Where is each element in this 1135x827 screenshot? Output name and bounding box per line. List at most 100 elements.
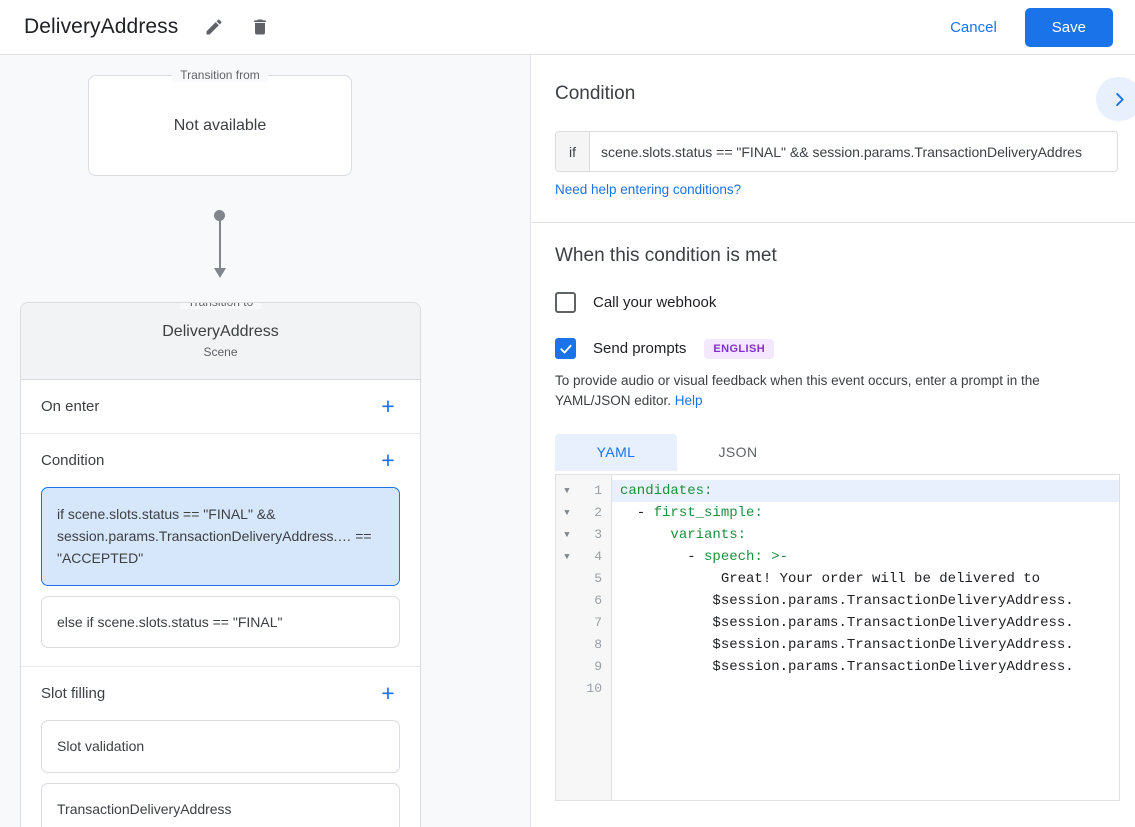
cancel-button[interactable]: Cancel <box>936 10 1011 45</box>
yaml-key: first_simple <box>653 504 755 521</box>
scene-type: Scene <box>203 345 238 359</box>
yaml-text: $session.params.TransactionDeliveryAddre… <box>712 658 1074 675</box>
prompts-help-link[interactable]: Help <box>674 393 703 409</box>
send-prompts-label: Send prompts <box>593 340 687 357</box>
transition-from-legend: Transition from <box>172 68 268 82</box>
gutter-row: 5 <box>556 568 611 590</box>
section-body-slot-filling: Slot validation TransactionDeliveryAddre… <box>21 720 420 827</box>
section-header-on-enter[interactable]: On enter + <box>21 380 420 433</box>
editor-format-tabs: YAML JSON <box>555 433 1115 471</box>
gutter-row: 10 <box>556 678 611 700</box>
transition-to-card: Transition to DeliveryAddress Scene On e… <box>20 302 421 827</box>
top-app-bar: DeliveryAddress Cancel Save <box>0 0 1135 55</box>
gutter-row: ▼2 <box>556 502 611 524</box>
gutter-row: ▼4 <box>556 546 611 568</box>
connector-line <box>219 216 221 272</box>
plus-icon[interactable]: + <box>381 447 395 473</box>
code-line: Great! Your order will be delivered to <box>612 568 1119 590</box>
when-condition-met-block: When this condition is met Call your web… <box>532 223 1135 801</box>
send-prompts-checkbox[interactable] <box>555 338 576 359</box>
fold-triangle-icon[interactable]: ▼ <box>564 529 570 540</box>
section-title: On enter <box>41 398 100 415</box>
code-line: $session.params.TransactionDeliveryAddre… <box>612 612 1119 634</box>
chevron-right-icon[interactable] <box>1096 77 1135 121</box>
section-divider <box>532 222 1135 223</box>
tab-json[interactable]: JSON <box>718 444 758 460</box>
right-panel: Condition if Need help entering conditio… <box>532 55 1135 827</box>
line-number: 4 <box>594 549 602 564</box>
list-item[interactable]: if scene.slots.status == "FINAL" && sess… <box>41 487 400 587</box>
line-number: 3 <box>594 527 602 542</box>
pencil-icon[interactable] <box>196 9 232 45</box>
code-line: $session.params.TransactionDeliveryAddre… <box>612 590 1119 612</box>
plus-icon[interactable]: + <box>381 393 395 419</box>
yaml-text: Great! Your order will be delivered to <box>720 570 1041 587</box>
section-header-slot-filling[interactable]: Slot filling + <box>21 667 420 720</box>
yaml-text: : <box>754 504 763 521</box>
gutter-row: 8 <box>556 634 611 656</box>
gutter-row: 9 <box>556 656 611 678</box>
list-item[interactable]: Slot validation <box>41 720 400 773</box>
gutter-row: 6 <box>556 590 611 612</box>
section-header-condition[interactable]: Condition + <box>21 434 420 487</box>
transition-from-value: Not available <box>173 116 267 134</box>
scene-name: DeliveryAddress <box>162 323 279 340</box>
editor-code-area[interactable]: candidates: - first_simple: variants: - … <box>612 475 1119 800</box>
page-title: DeliveryAddress <box>24 15 179 38</box>
scene-card-header: DeliveryAddress Scene <box>21 303 420 380</box>
code-line: $session.params.TransactionDeliveryAddre… <box>612 634 1119 656</box>
code-line: - speech: >- <box>620 548 789 565</box>
transition-from-card: Transition from Not available <box>88 68 352 176</box>
save-button[interactable]: Save <box>1024 7 1113 47</box>
transition-to-legend: Transition to <box>179 303 262 309</box>
gutter-row: ▼3 <box>556 524 611 546</box>
line-number: 7 <box>594 615 602 630</box>
call-webhook-checkbox[interactable] <box>555 292 576 313</box>
call-webhook-label: Call your webhook <box>593 294 717 311</box>
plus-icon[interactable]: + <box>381 680 395 707</box>
line-number: 2 <box>594 505 602 520</box>
if-label: if <box>556 132 590 171</box>
list-item[interactable]: TransactionDeliveryAddress <box>41 782 400 827</box>
condition-heading: Condition <box>555 83 636 104</box>
yaml-key: candidates <box>620 482 705 499</box>
gutter-row: ▼1 <box>556 480 611 502</box>
line-number: 8 <box>594 637 602 652</box>
left-panel: Transition from Not available Transition… <box>0 55 531 827</box>
line-number: 9 <box>594 659 602 674</box>
yaml-text: : <box>737 526 747 543</box>
tab-yaml[interactable]: YAML <box>555 433 677 471</box>
section-title: Condition <box>41 452 105 469</box>
condition-expression-input[interactable] <box>590 132 1117 171</box>
code-line: $session.params.TransactionDeliveryAddre… <box>612 656 1119 678</box>
fold-triangle-icon[interactable]: ▼ <box>564 507 570 518</box>
trash-icon[interactable] <box>242 9 278 45</box>
webhook-row: Call your webhook <box>555 292 1115 313</box>
connector-dot <box>214 210 225 221</box>
code-line: variants: <box>612 524 1119 546</box>
yaml-text: : <box>704 482 713 499</box>
when-met-heading: When this condition is met <box>555 245 777 266</box>
line-number: 10 <box>586 681 602 696</box>
fold-triangle-icon[interactable]: ▼ <box>564 485 570 496</box>
condition-block: Condition if Need help entering conditio… <box>532 55 1135 199</box>
yaml-text: $session.params.TransactionDeliveryAddre… <box>712 636 1074 653</box>
yaml-key: speech <box>704 548 755 565</box>
prompts-helper-sentence: To provide audio or visual feedback when… <box>555 373 1040 409</box>
list-item[interactable]: else if scene.slots.status == "FINAL" <box>41 596 400 649</box>
yaml-key: variants <box>670 526 738 543</box>
code-line: candidates: <box>612 479 1119 502</box>
section-condition: Condition + if scene.slots.status == "FI… <box>21 434 420 668</box>
gutter-row: 7 <box>556 612 611 634</box>
prompts-helper-text: To provide audio or visual feedback when… <box>555 371 1115 412</box>
condition-help-link[interactable]: Need help entering conditions? <box>555 182 742 197</box>
yaml-text: : >- <box>754 548 789 565</box>
section-title: Slot filling <box>41 685 106 703</box>
section-slot-filling: Slot filling + Slot validation Transacti… <box>21 667 420 827</box>
fold-triangle-icon[interactable]: ▼ <box>564 551 570 562</box>
section-on-enter: On enter + <box>21 380 420 434</box>
code-line: - first_simple: <box>620 504 763 521</box>
connector-arrow-icon <box>213 268 226 278</box>
